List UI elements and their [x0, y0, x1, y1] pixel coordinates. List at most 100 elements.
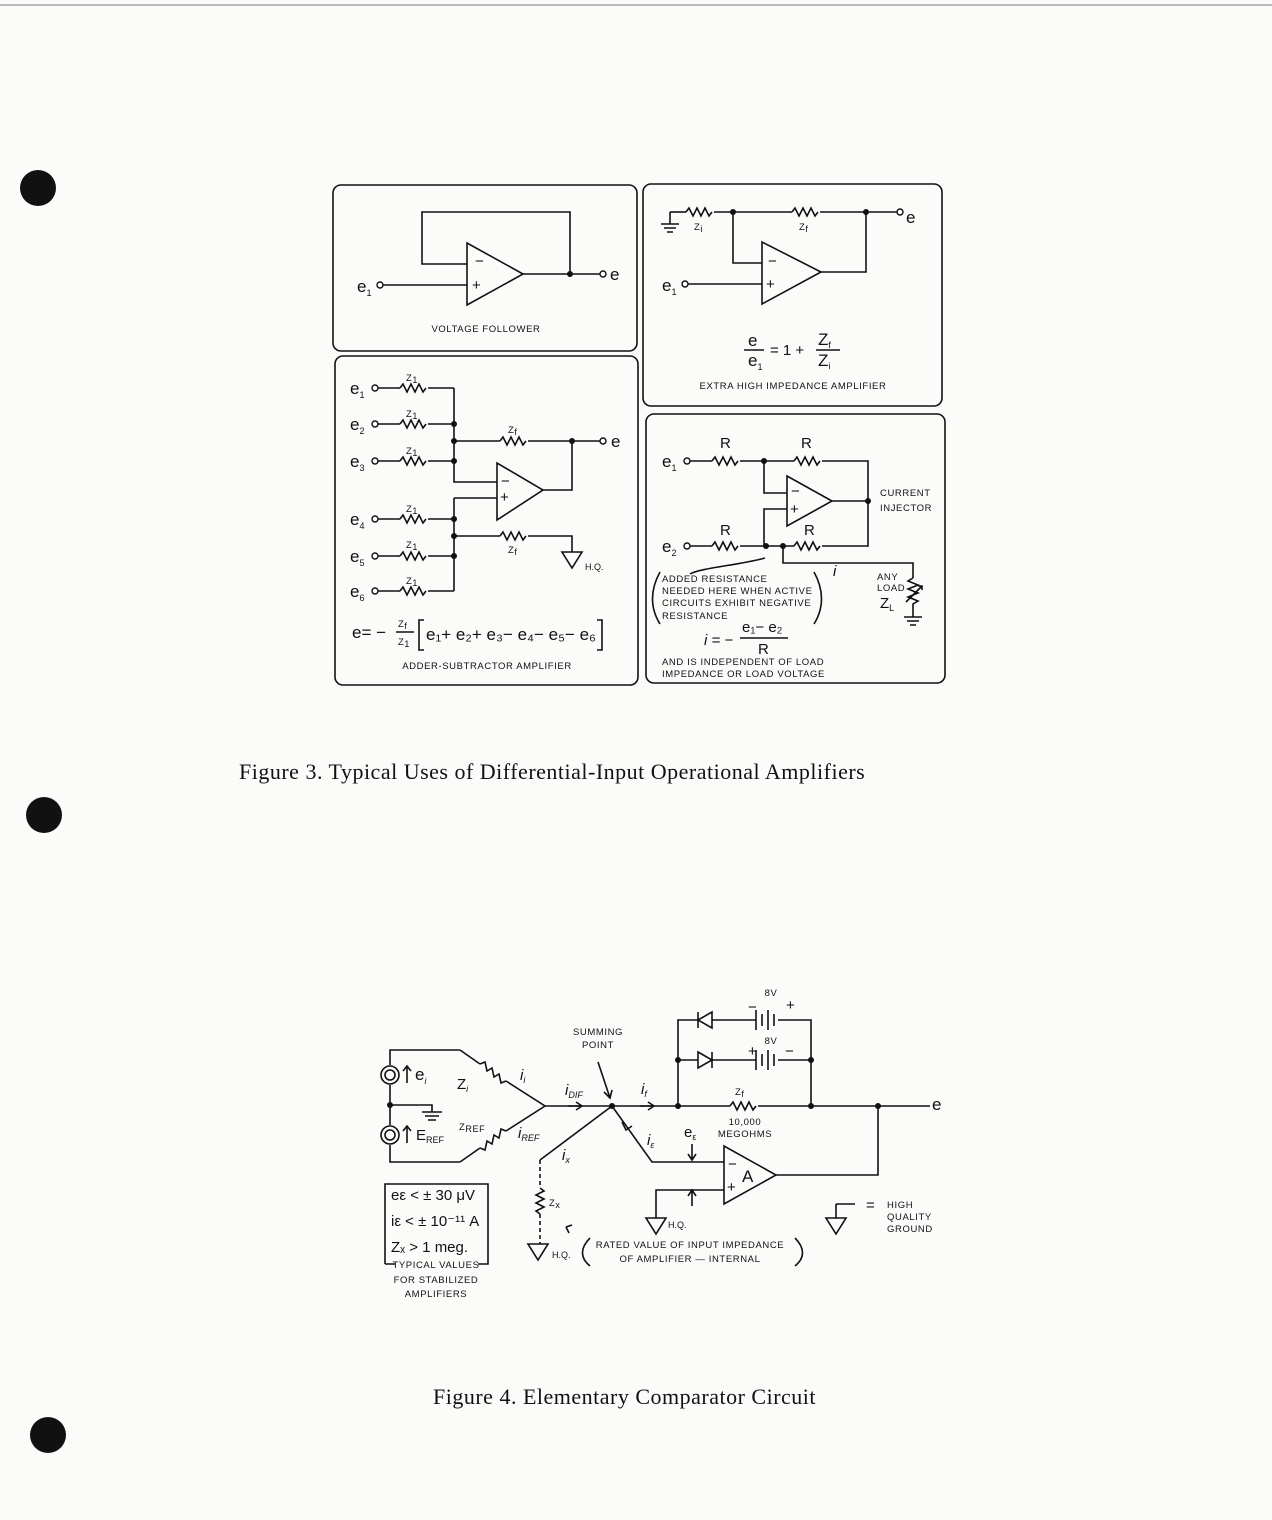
svg-text:e1: e1 [662, 276, 676, 297]
svg-text:i = −: i = − [704, 632, 733, 649]
svg-text:A: A [742, 1167, 754, 1186]
svg-text:AMPLIFIERS: AMPLIFIERS [405, 1289, 468, 1300]
svg-text:SUMMING: SUMMING [573, 1027, 623, 1038]
svg-text:OF AMPLIFIER — INTERNAL: OF AMPLIFIER — INTERNAL [619, 1254, 760, 1265]
svg-text:eε: eε [684, 1124, 696, 1142]
svg-text:+: + [500, 489, 509, 506]
svg-text:H.Q.: H.Q. [585, 562, 604, 572]
extra-high-impedance-panel: e Zi Zf − + e1 e e1 = 1 + Zf Zi EXTRA HI… [642, 183, 943, 407]
svg-text:iε < ± 10⁻¹¹ A: iε < ± 10⁻¹¹ A [391, 1213, 479, 1230]
svg-text:−: − [728, 1156, 737, 1173]
comparator-sources: ei EREF [380, 1049, 460, 1163]
svg-text:−: − [475, 253, 484, 270]
figure-4-caption: Figure 4. Elementary Comparator Circuit [433, 1384, 817, 1409]
svg-text:Zf: Zf [799, 222, 809, 234]
svg-text:+: + [786, 997, 795, 1014]
svg-text:ix: ix [562, 1147, 570, 1165]
svg-text:Zₓ > 1 meg.: Zₓ > 1 meg. [391, 1239, 468, 1256]
svg-text:−: − [791, 483, 800, 500]
svg-text:QUALITY: QUALITY [887, 1212, 932, 1223]
svg-text:H.Q.: H.Q. [552, 1250, 571, 1260]
svg-text:e: e [748, 331, 757, 350]
svg-text:e2: e2 [662, 537, 676, 558]
svg-text:Z1: Z1 [406, 504, 418, 516]
svg-text:e6: e6 [350, 582, 364, 603]
current-injector-panel: e1 R R − + CURRENT INJECTOR e2 R R i ANY… [645, 413, 946, 684]
svg-text:= 1 +: = 1 + [770, 342, 804, 359]
svg-text:iREF: iREF [518, 1125, 540, 1143]
svg-text:−: − [748, 999, 757, 1016]
svg-text:Zx: Zx [549, 1198, 561, 1210]
svg-text:NEEDED HERE WHEN ACTIVE: NEEDED HERE WHEN ACTIVE [662, 586, 813, 597]
svg-text:8V: 8V [765, 1036, 778, 1047]
svg-text:MEGOHMS: MEGOHMS [718, 1129, 772, 1140]
svg-text:+: + [790, 501, 799, 518]
svg-text:R: R [720, 435, 731, 452]
figure-3-caption: Figure 3. Typical Uses of Differential-I… [239, 759, 866, 784]
binder-hole-icon [30, 1417, 66, 1453]
page-top-edge [0, 4, 1272, 6]
vf-input-label: e1 [357, 277, 371, 298]
svg-text:e2: e2 [350, 415, 364, 436]
svg-text:eε < ± 30 μV: eε < ± 30 μV [391, 1187, 475, 1204]
as-title: ADDER-SUBTRACTOR AMPLIFIER [402, 661, 572, 672]
svg-text:+: + [472, 277, 481, 294]
svg-text:e1: e1 [662, 452, 676, 473]
svg-text:e5: e5 [350, 547, 364, 568]
svg-text:e1: e1 [748, 351, 762, 372]
svg-text:10,000: 10,000 [729, 1117, 762, 1128]
svg-text:i: i [833, 563, 837, 580]
svg-text:e4: e4 [350, 510, 364, 531]
vf-output-label: e [610, 265, 619, 284]
binder-hole-icon [20, 170, 56, 206]
svg-text:Z1: Z1 [406, 373, 418, 385]
svg-text:R: R [801, 435, 812, 452]
svg-text:e: e [932, 1095, 941, 1114]
svg-text:IMPEDANCE OR LOAD VOLTAGE: IMPEDANCE OR LOAD VOLTAGE [662, 669, 825, 680]
svg-text:Zf: Zf [735, 1087, 745, 1099]
svg-text:−: − [501, 473, 510, 490]
svg-text:ADDED RESISTANCE: ADDED RESISTANCE [662, 574, 768, 585]
svg-text:e: e [611, 432, 620, 451]
svg-text:Zf: Zf [508, 545, 518, 557]
svg-text:ii: ii [520, 1067, 526, 1085]
svg-text:Z1: Z1 [406, 446, 418, 458]
svg-text:R: R [804, 522, 815, 539]
svg-text:−: − [768, 253, 777, 270]
svg-text:HIGH: HIGH [887, 1200, 913, 1211]
svg-text:ZL: ZL [880, 595, 894, 613]
svg-text:H.Q.: H.Q. [668, 1220, 687, 1230]
svg-text:FOR STABILIZED: FOR STABILIZED [394, 1275, 479, 1286]
svg-text:Zi: Zi [694, 222, 703, 234]
vf-title: VOLTAGE FOLLOWER [431, 324, 540, 335]
svg-text:e: e [906, 208, 915, 227]
svg-text:Z1: Z1 [398, 637, 410, 649]
svg-text:+: + [727, 1179, 736, 1196]
svg-text:Zi: Zi [457, 1076, 469, 1094]
svg-text:Zi: Zi [818, 351, 830, 371]
svg-text:INJECTOR: INJECTOR [880, 503, 932, 514]
svg-text:8V: 8V [765, 988, 778, 999]
svg-text:ei: ei [415, 1065, 427, 1086]
svg-text:ZREF: ZREF [459, 1122, 485, 1134]
svg-text:e= −: e= − [352, 623, 386, 642]
svg-text:ANY: ANY [877, 572, 898, 583]
svg-text:R: R [758, 641, 769, 658]
svg-text:Zf: Zf [508, 425, 518, 437]
svg-text:CURRENT: CURRENT [880, 488, 931, 499]
svg-text:e3: e3 [350, 452, 364, 473]
svg-text:R: R [720, 522, 731, 539]
svg-text:Z1: Z1 [406, 576, 418, 588]
svg-text:e₁+ e₂+ e₃− e₄− e₅− e₆: e₁+ e₂+ e₃− e₄− e₅− e₆ [426, 625, 596, 644]
comparator-network: Zi ZREF ii iREF iDIF SUMMING POINT H.Q. … [457, 988, 941, 1267]
svg-text:AND IS INDEPENDENT OF LOAD: AND IS INDEPENDENT OF LOAD [662, 657, 824, 668]
ehi-title: EXTRA HIGH IMPEDANCE AMPLIFIER [700, 381, 887, 392]
svg-text:EREF: EREF [416, 1127, 445, 1145]
svg-text:−: − [785, 1043, 794, 1060]
svg-text:iDIF: iDIF [565, 1082, 583, 1100]
svg-text:e1: e1 [350, 379, 364, 400]
svg-text:Zf: Zf [398, 619, 408, 631]
svg-text:+: + [748, 1043, 757, 1060]
